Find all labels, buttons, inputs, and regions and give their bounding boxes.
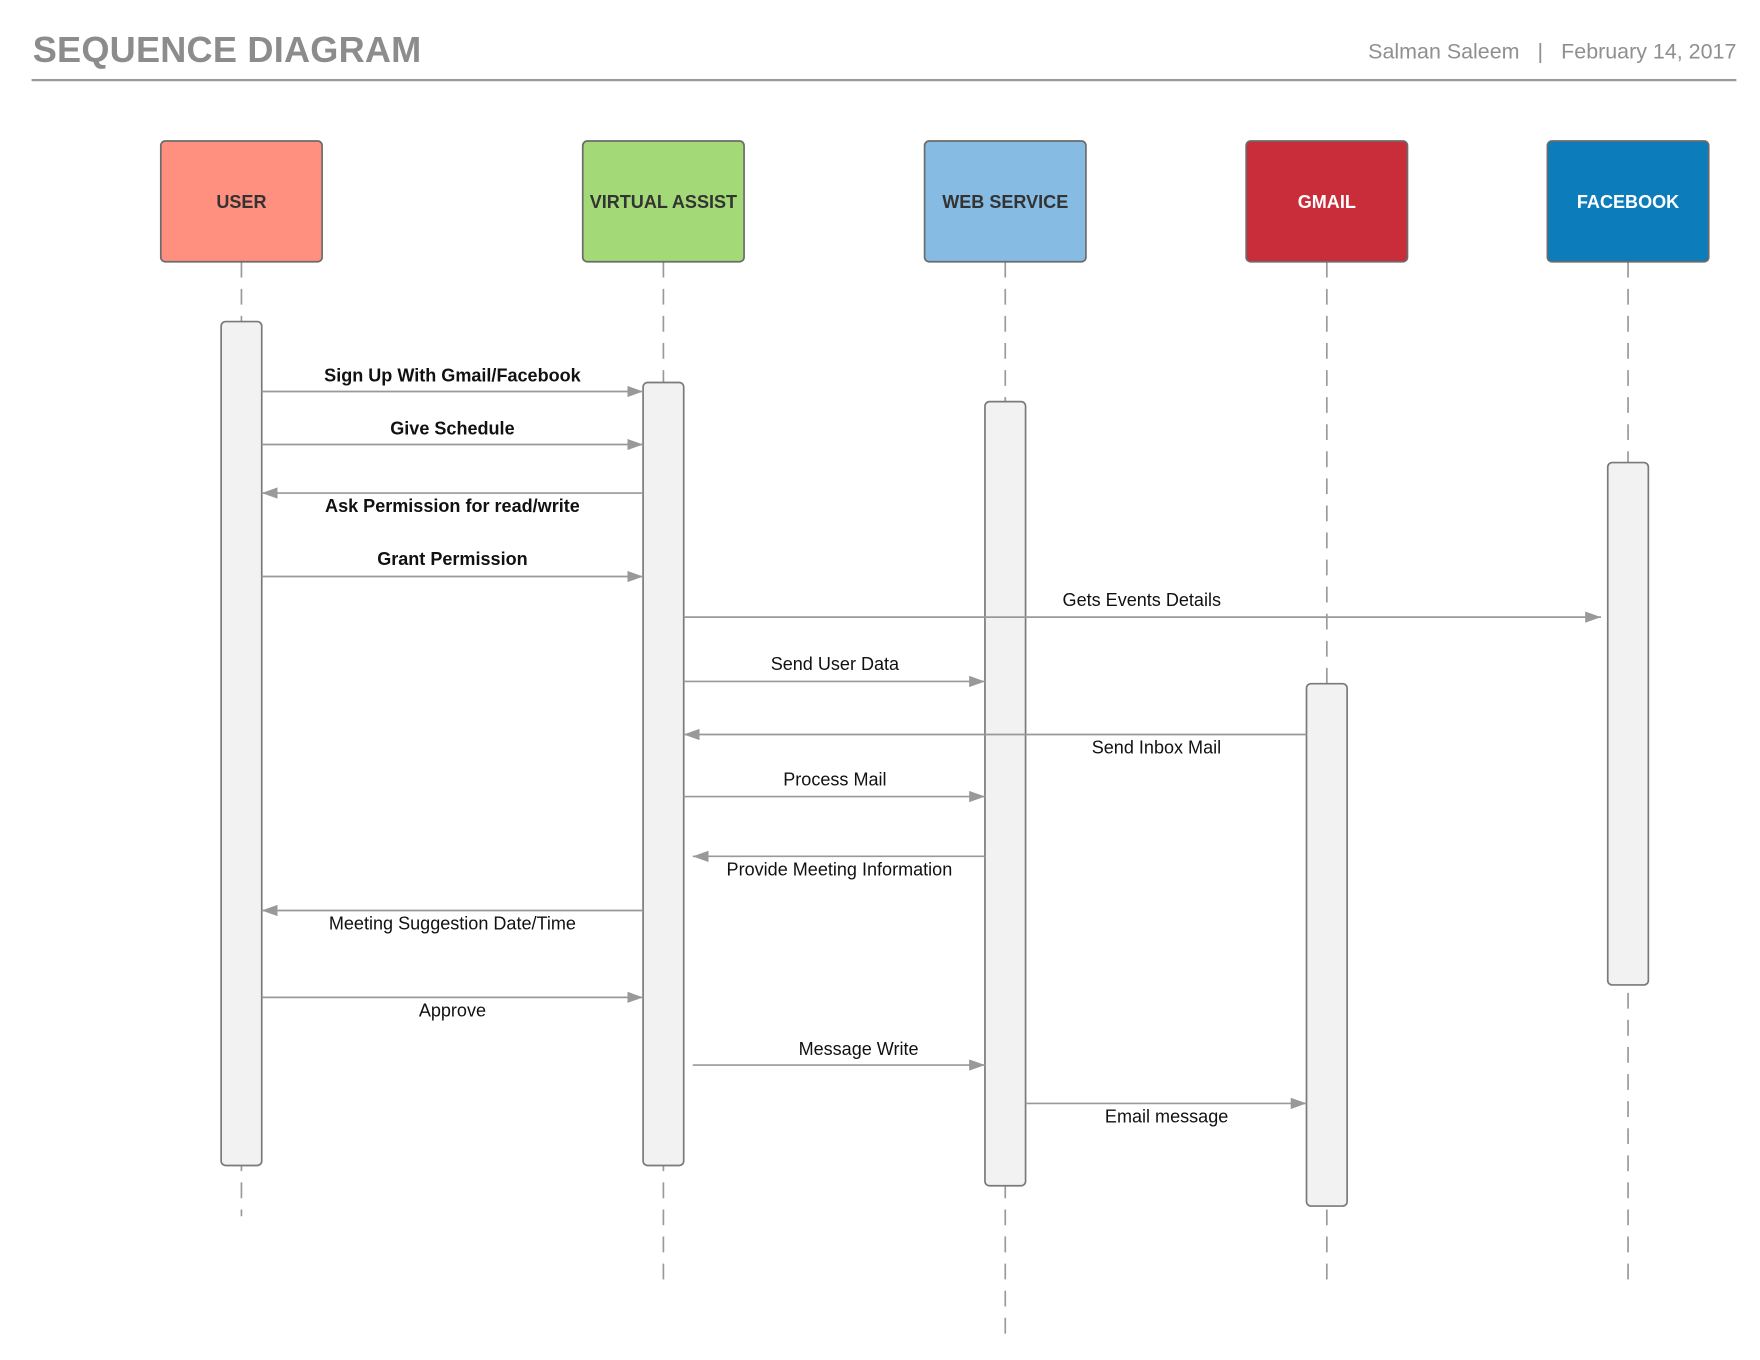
message-label-12: Message Write (799, 1039, 919, 1059)
participant-box-user[interactable] (159, 140, 323, 263)
participant-label-ws: WEB SERVICE (942, 192, 1068, 212)
message-label-4: Grant Permission (377, 549, 527, 569)
page-meta: Salman Saleem | February 14, 2017 (1368, 41, 1736, 66)
activation-bar-fb (1606, 461, 1650, 986)
activation-bar-ws (984, 400, 1027, 1187)
participant-box-va[interactable] (581, 140, 745, 263)
message-label-10: Meeting Suggestion Date/Time (329, 914, 576, 934)
participant-label-fb: FACEBOOK (1577, 192, 1679, 212)
message-label-8: Process Mail (783, 769, 886, 789)
message-label-11: Approve (419, 1001, 486, 1021)
message-label-3: Ask Permission for read/write (325, 496, 580, 516)
participant-label-gmail: GMAIL (1298, 192, 1356, 212)
header-rule (31, 78, 1737, 82)
meta-separator: | (1537, 40, 1544, 65)
activation-bar-user (220, 320, 263, 1167)
message-label-6: Send User Data (771, 654, 900, 674)
participant-label-user: USER (216, 192, 266, 212)
author-name: Salman Saleem (1368, 40, 1520, 65)
message-label-5: Gets Events Details (1063, 590, 1221, 610)
participant-box-ws[interactable] (923, 140, 1087, 263)
message-label-13: Email message (1105, 1107, 1228, 1127)
diagram-date: February 14, 2017 (1561, 40, 1737, 65)
message-label-2: Give Schedule (390, 418, 514, 438)
message-label-9: Provide Meeting Information (727, 860, 953, 880)
participant-box-fb[interactable] (1546, 140, 1710, 263)
participant-label-va: VIRTUAL ASSIST (590, 192, 737, 212)
page-title: SEQUENCE DIAGRAM (32, 29, 422, 70)
message-label-7: Send Inbox Mail (1092, 738, 1221, 758)
activation-bar-gmail (1305, 682, 1348, 1207)
participant-box-gmail[interactable] (1245, 140, 1409, 263)
message-label-1: Sign Up With Gmail/Facebook (324, 365, 581, 385)
activation-bar-va (642, 381, 685, 1167)
